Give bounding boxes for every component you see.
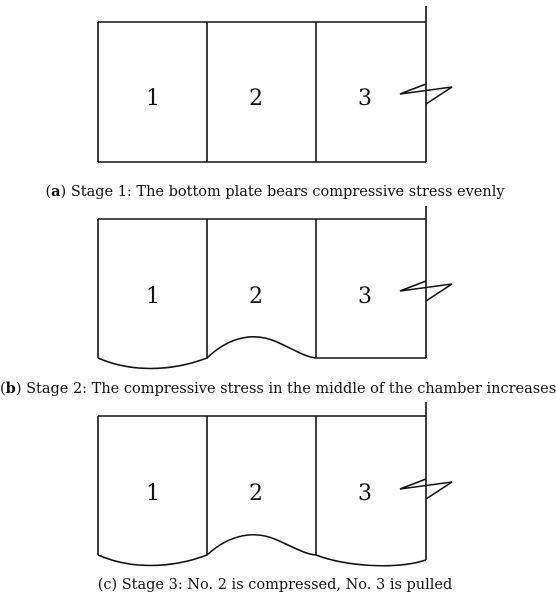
cell-label-3: 3 bbox=[358, 284, 372, 309]
deformed-bottom-plate bbox=[97, 533, 427, 567]
cell-label-1: 1 bbox=[146, 284, 160, 309]
cell-label-3: 3 bbox=[358, 481, 372, 506]
break-symbol bbox=[399, 478, 453, 500]
break-symbol bbox=[399, 280, 453, 302]
panel-b: 1 2 3 bbox=[97, 206, 453, 370]
cell-label-2: 2 bbox=[249, 481, 263, 506]
cell-label-3: 3 bbox=[358, 86, 372, 111]
caption-open-paren: ( bbox=[45, 184, 52, 200]
caption-text: ) Stage 2: The compressive stress in the… bbox=[15, 381, 556, 397]
caption-c: (c) Stage 3: No. 2 is compressed, No. 3 … bbox=[0, 577, 550, 593]
panel-a: 1 2 3 bbox=[97, 6, 453, 163]
break-symbol bbox=[399, 83, 453, 105]
caption-b: (b) Stage 2: The compressive stress in t… bbox=[0, 380, 556, 397]
cell-label-2: 2 bbox=[249, 86, 263, 111]
panel-c: 1 2 3 bbox=[97, 402, 453, 567]
caption-letter: b bbox=[5, 380, 16, 397]
caption-text: ) Stage 1: The bottom plate bears compre… bbox=[60, 184, 505, 200]
cell-label-1: 1 bbox=[146, 86, 160, 111]
deformed-bottom-plate bbox=[97, 336, 426, 370]
cell-label-2: 2 bbox=[249, 284, 263, 309]
cell-label-1: 1 bbox=[146, 481, 160, 506]
caption-letter: a bbox=[51, 183, 61, 200]
caption-a: (a) Stage 1: The bottom plate bears comp… bbox=[0, 183, 550, 200]
caption-open-paren: ( bbox=[0, 381, 6, 397]
caption-text: (c) Stage 3: No. 2 is compressed, No. 3 … bbox=[97, 577, 453, 593]
